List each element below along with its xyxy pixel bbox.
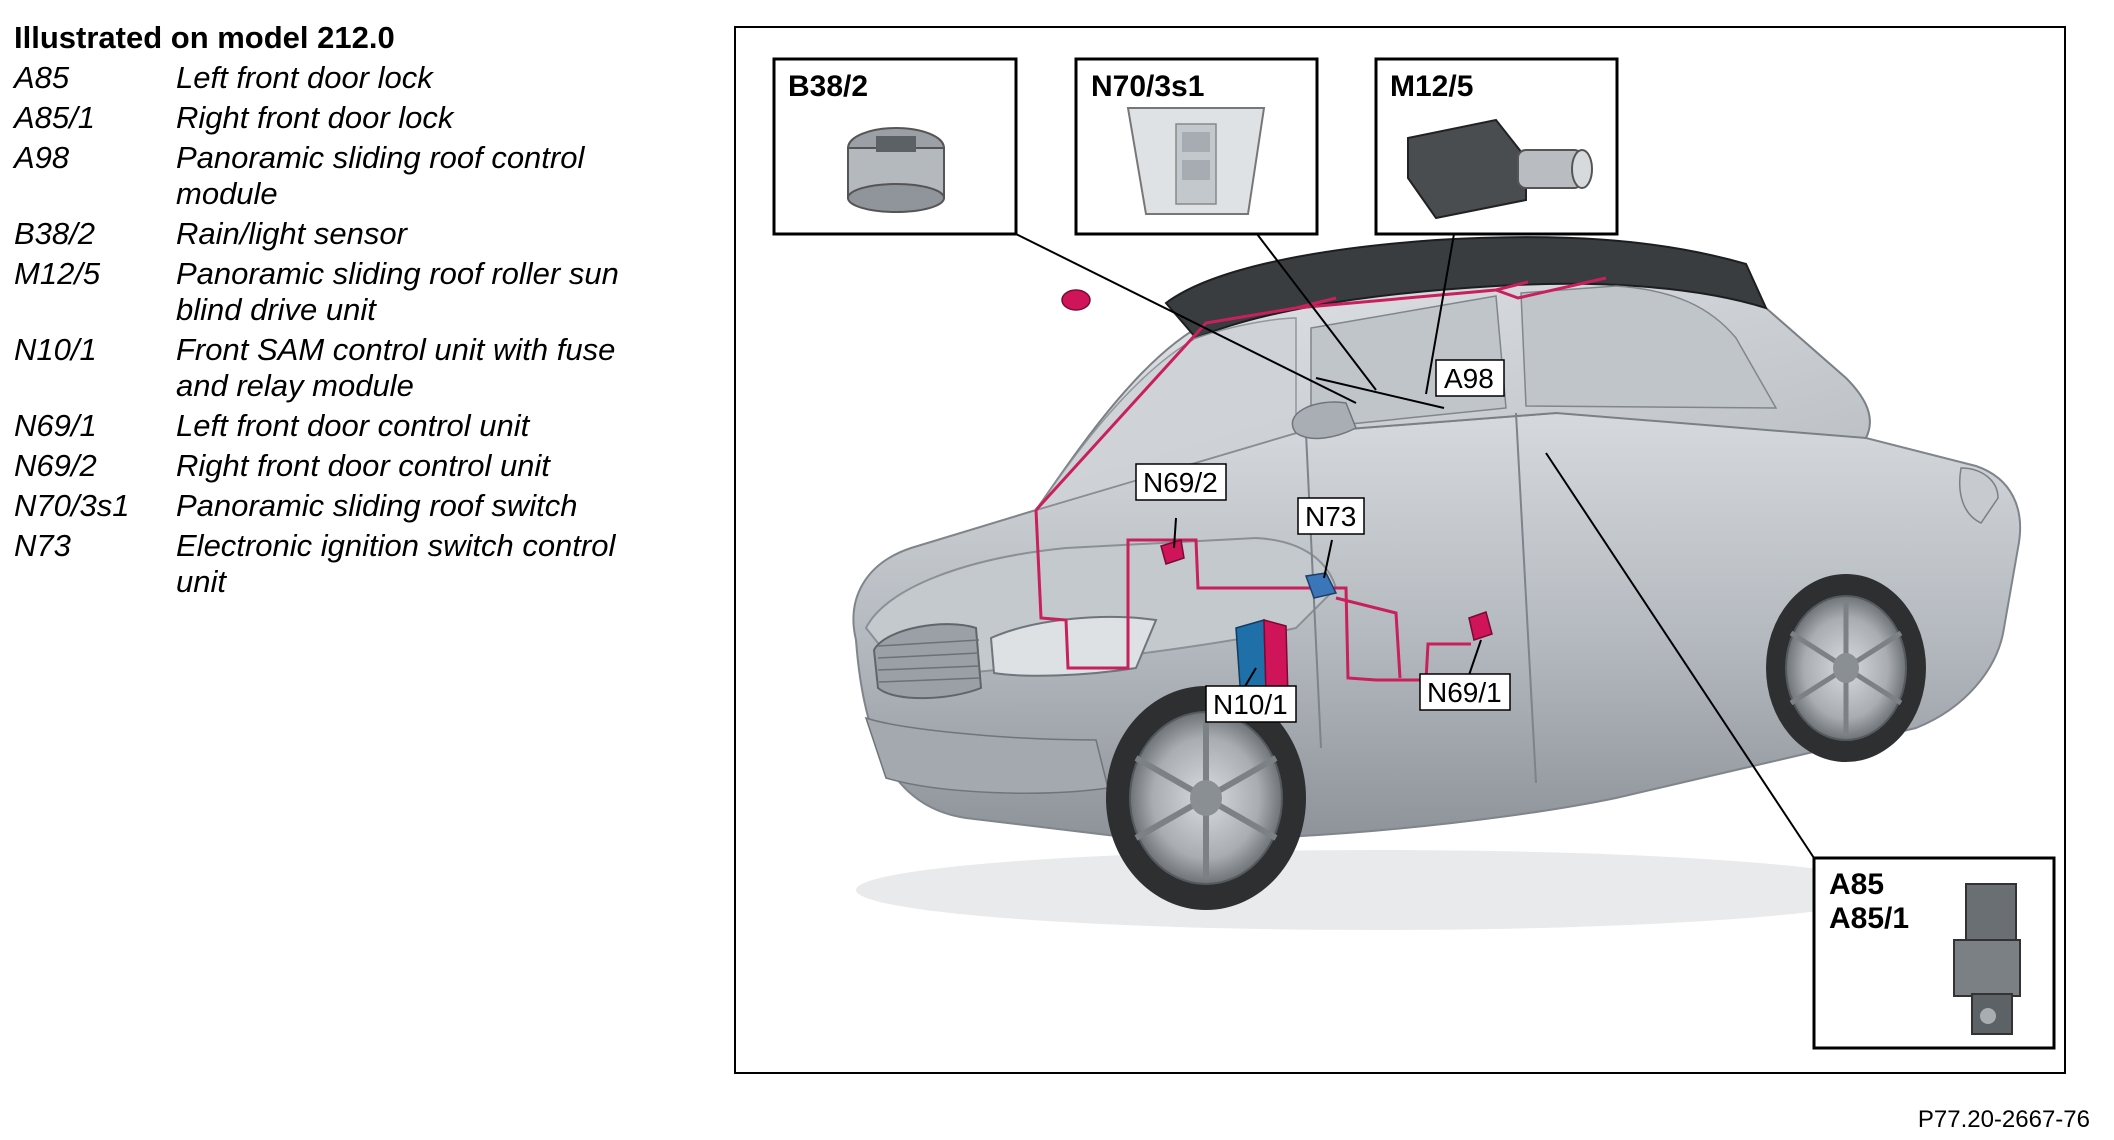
legend-item: A98 Panoramic sliding roof control modul… <box>14 140 704 212</box>
side-mirror <box>1291 401 1357 440</box>
legend-item: N70/3s1 Panoramic sliding roof switch <box>14 488 704 524</box>
inset-label-m12-5: M12/5 <box>1390 70 1473 103</box>
inset-m12-5: M12/5 <box>1374 57 1619 236</box>
inset-label-a85-1: A85/1 <box>1829 902 1909 935</box>
rain-light-sensor-icon <box>847 127 945 213</box>
legend-desc: Panoramic sliding roof switch <box>176 488 578 523</box>
inset-n70-3s1: N70/3s1 <box>1074 57 1319 236</box>
legend-code: A98 <box>14 140 70 175</box>
drive-motor-icon <box>1407 118 1593 220</box>
inset-b38-2: B38/2 <box>772 57 1018 236</box>
door-line-rear <box>1515 412 1537 784</box>
legend-code: N69/1 <box>14 408 97 443</box>
wiring-harness <box>1034 276 1607 682</box>
headlight <box>989 616 1158 677</box>
legend: Illustrated on model 212.0 A85 Left fron… <box>14 18 704 604</box>
front-wheel <box>1106 686 1306 910</box>
legend-code: B38/2 <box>14 216 96 251</box>
callout-label-n73: N73 <box>1305 501 1356 532</box>
legend-desc: Front SAM control unit with fuse and rel… <box>176 332 616 403</box>
inset-label-n70-3s1: N70/3s1 <box>1091 70 1204 103</box>
a98-module <box>1061 289 1091 311</box>
legend-desc: Rain/light sensor <box>176 216 407 251</box>
taillight <box>1959 467 1999 524</box>
legend-desc: Left front door lock <box>176 60 433 95</box>
callout-label-n69-2: N69/2 <box>1143 467 1218 498</box>
legend-item: A85/1 Right front door lock <box>14 100 704 136</box>
callout-n69-2: N69/2 <box>1135 463 1227 501</box>
roof-switch-icon <box>1126 107 1266 215</box>
rear-side-window <box>1520 285 1778 409</box>
legend-desc: Right front door control unit <box>176 448 550 483</box>
grille <box>872 623 983 700</box>
n69-1-module <box>1468 611 1493 641</box>
rear-wheel <box>1766 574 1926 762</box>
legend-item: N69/2 Right front door control unit <box>14 448 704 484</box>
callout-label-n10-1: N10/1 <box>1213 689 1288 720</box>
grille-bars <box>877 639 981 683</box>
component-location-diagram: B38/2 N70/3s1 M12/5 <box>734 26 2066 1074</box>
car-illustration <box>852 236 2022 930</box>
legend-code: N70/3s1 <box>14 488 130 523</box>
callout-n69-1: N69/1 <box>1419 673 1511 711</box>
callout-n10-1: N10/1 <box>1205 685 1297 723</box>
inset-label-b38-2: B38/2 <box>788 70 868 103</box>
legend-code: M12/5 <box>14 256 101 291</box>
legend-desc: Panoramic sliding roof control module <box>176 140 585 211</box>
inset-a85: A85 A85/1 <box>1812 856 2056 1050</box>
figure-reference: P77.20-2667-76 <box>1917 1106 2090 1133</box>
leader-lines <box>1015 233 1815 859</box>
car-roof <box>1164 236 1768 340</box>
legend-desc: Right front door lock <box>176 100 454 135</box>
legend-item: M12/5 Panoramic sliding roof roller sun … <box>14 256 704 328</box>
legend-item: N69/1 Left front door control unit <box>14 408 704 444</box>
callout-label-n69-1: N69/1 <box>1427 677 1502 708</box>
callout-label-a98: A98 <box>1444 363 1494 394</box>
legend-code: A85 <box>14 60 70 95</box>
legend-desc: Panoramic sliding roof roller sun blind … <box>176 256 619 327</box>
legend-item: N10/1 Front SAM control unit with fuse a… <box>14 332 704 404</box>
legend-item: A85 Left front door lock <box>14 60 704 96</box>
diagram-canvas: B38/2 N70/3s1 M12/5 <box>772 57 2056 1050</box>
callout-a98: A98 <box>1435 359 1505 397</box>
legend-title: Illustrated on model 212.0 <box>14 20 395 55</box>
legend-desc: Electronic ignition switch control unit <box>176 528 616 599</box>
legend-item: N73 Electronic ignition switch control u… <box>14 528 704 600</box>
module-markers <box>1061 289 1493 701</box>
n73-module <box>1304 572 1338 599</box>
legend-code: A85/1 <box>14 100 96 135</box>
legend-code: N69/2 <box>14 448 97 483</box>
legend-item: B38/2 Rain/light sensor <box>14 216 704 252</box>
callout-n73: N73 <box>1297 497 1365 535</box>
door-lock-icon <box>1953 883 2021 1035</box>
legend-desc: Left front door control unit <box>176 408 530 443</box>
legend-code: N73 <box>14 528 71 563</box>
inset-label-a85: A85 <box>1829 868 1884 901</box>
legend-code: N10/1 <box>14 332 97 367</box>
car-shadow <box>856 850 1896 930</box>
